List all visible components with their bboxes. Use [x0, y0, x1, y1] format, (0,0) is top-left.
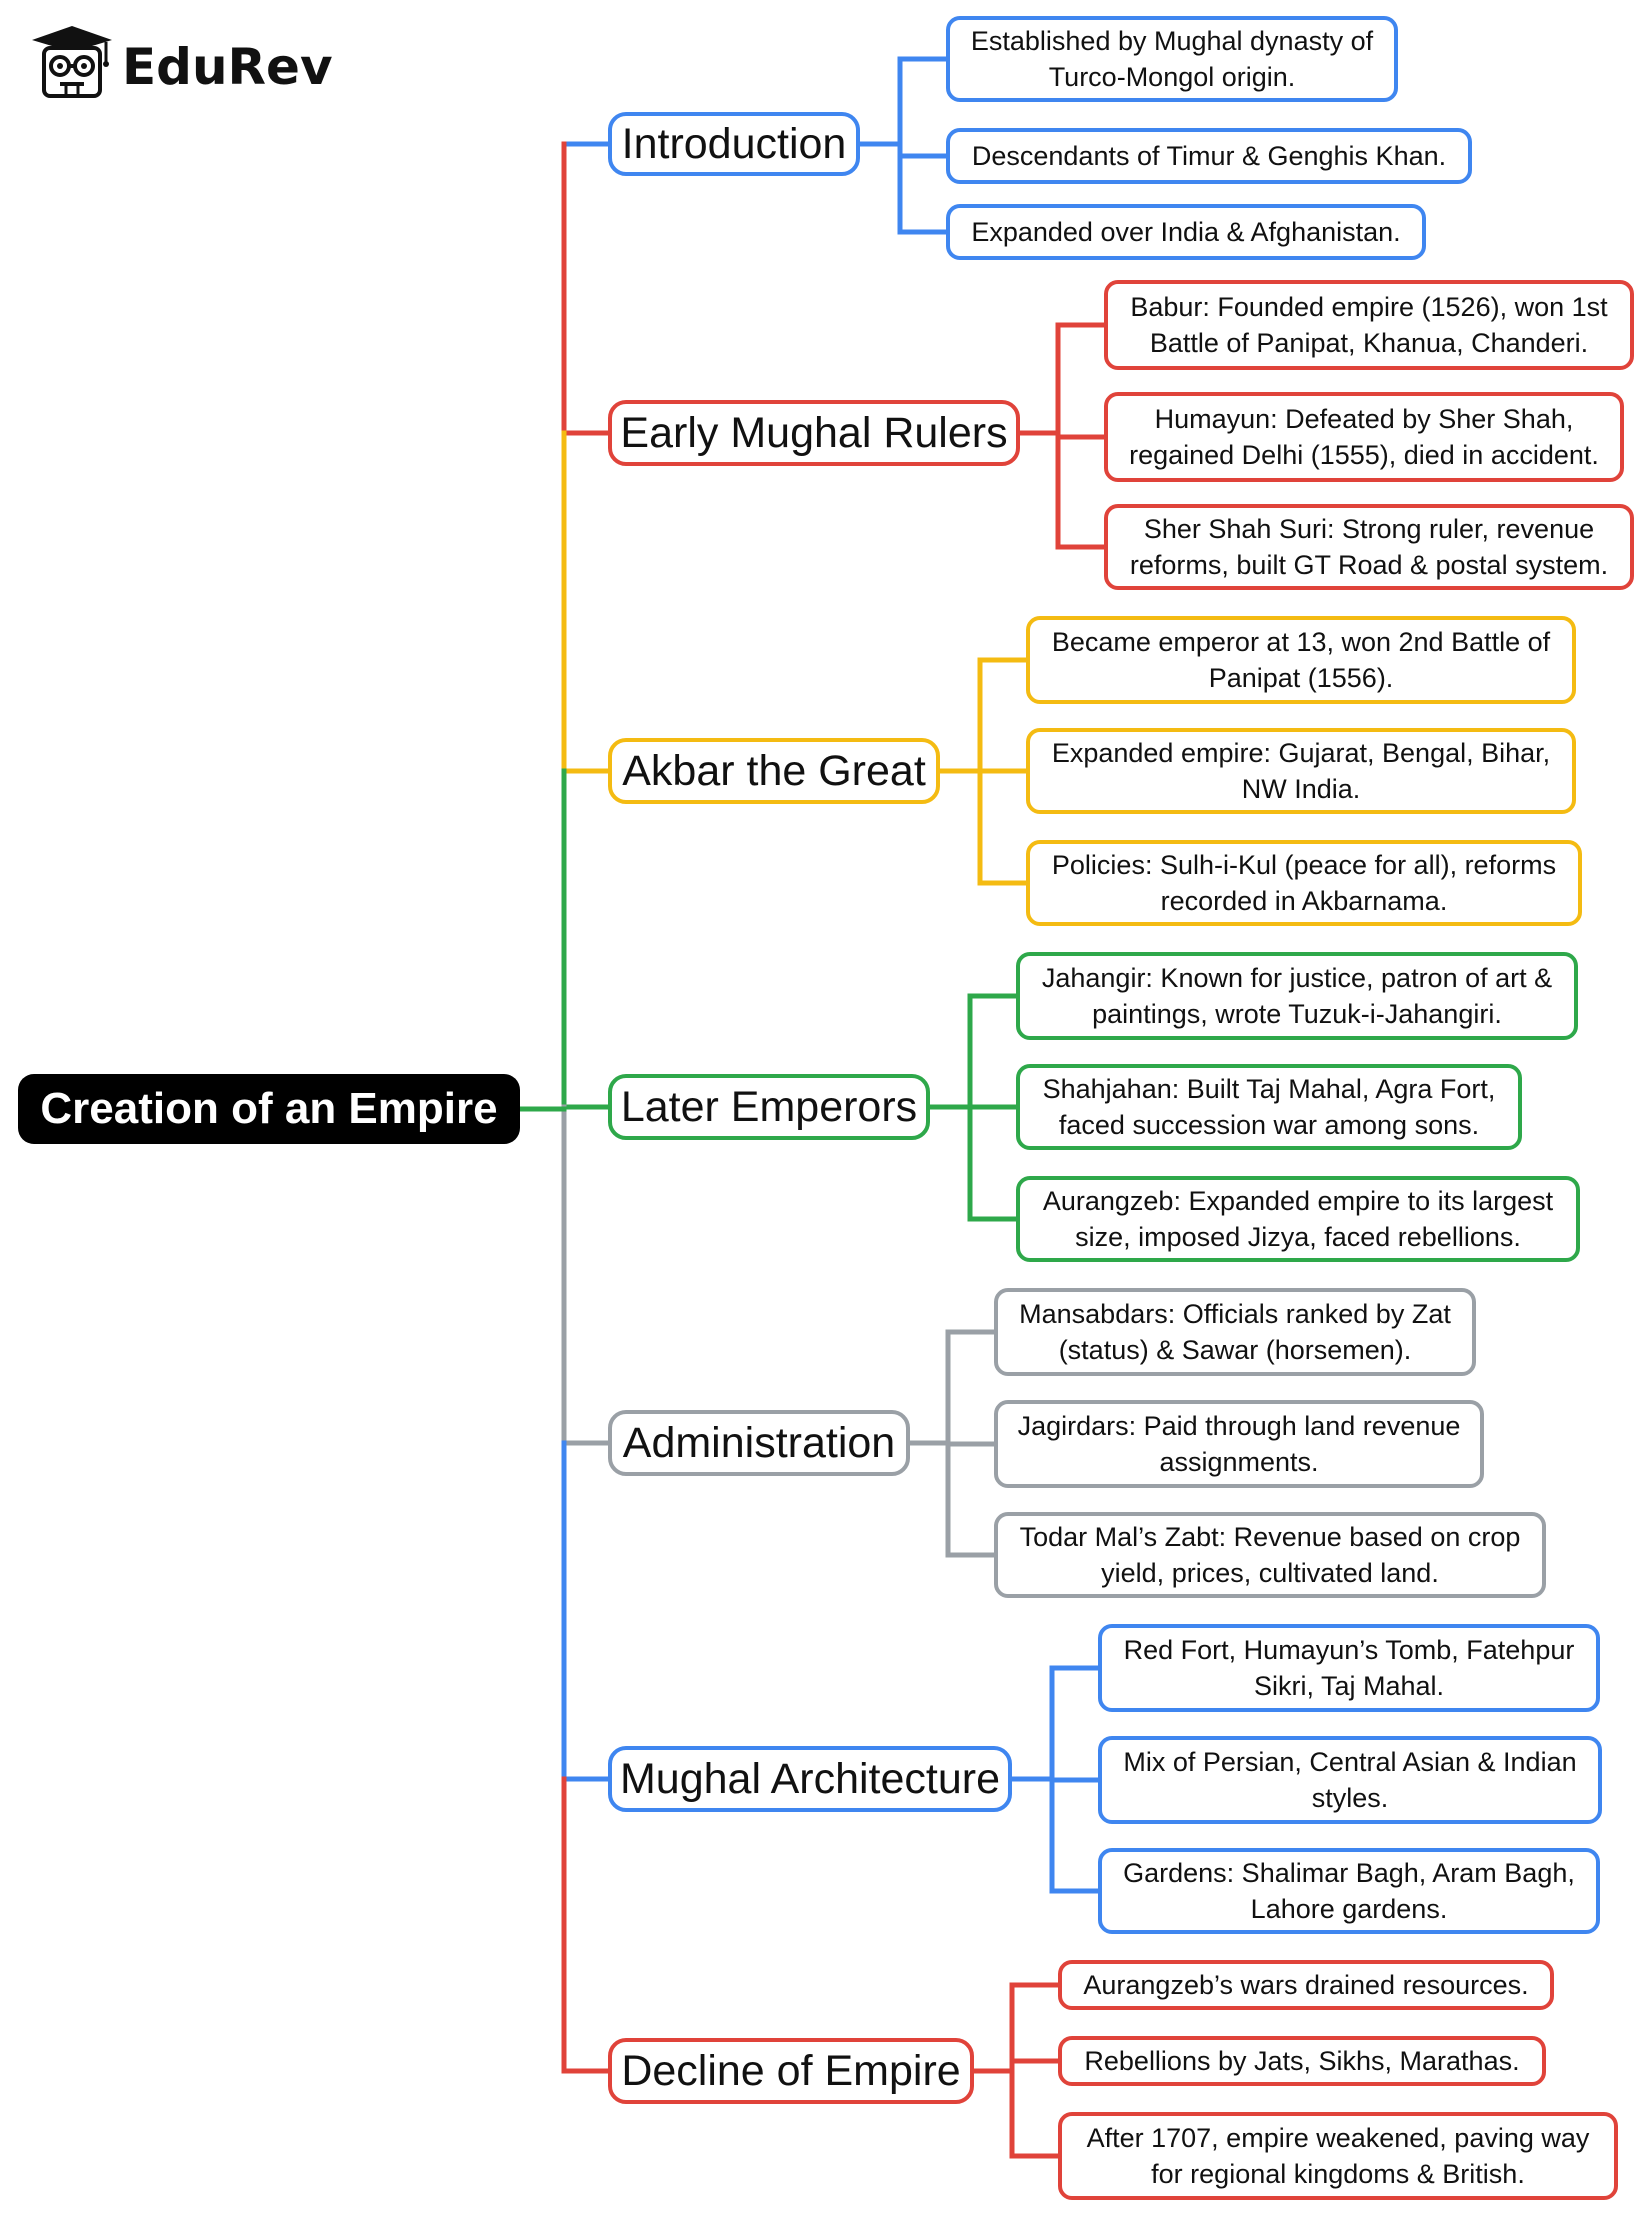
- graduate-mascot-icon: [32, 26, 112, 98]
- leaf-item: Red Fort, Humayun’s Tomb, Fatehpur Sikri…: [1098, 1624, 1600, 1712]
- topic-early-mughal-rulers: Early Mughal Rulers: [608, 400, 1020, 466]
- leaf-item: Rebellions by Jats, Sikhs, Marathas.: [1058, 2036, 1546, 2086]
- topic-decline-of-empire: Decline of Empire: [608, 2038, 974, 2104]
- leaf-item: After 1707, empire weakened, paving way …: [1058, 2112, 1618, 2200]
- leaf-item: Expanded over India & Afghanistan.: [946, 204, 1426, 260]
- root-node: Creation of an Empire: [18, 1074, 520, 1144]
- topic-administration: Administration: [608, 1410, 910, 1476]
- leaf-item: Descendants of Timur & Genghis Khan.: [946, 128, 1472, 184]
- leaf-item: Sher Shah Suri: Strong ruler, revenue re…: [1104, 504, 1634, 590]
- leaf-item: Mix of Persian, Central Asian & Indian s…: [1098, 1736, 1602, 1824]
- leaf-item: Aurangzeb’s wars drained resources.: [1058, 1960, 1554, 2010]
- leaf-item: Shahjahan: Built Taj Mahal, Agra Fort, f…: [1016, 1064, 1522, 1150]
- leaf-item: Humayun: Defeated by Sher Shah, regained…: [1104, 392, 1624, 482]
- leaf-item: Gardens: Shalimar Bagh, Aram Bagh, Lahor…: [1098, 1848, 1600, 1934]
- leaf-item: Jahangir: Known for justice, patron of a…: [1016, 952, 1578, 1040]
- leaf-item: Todar Mal’s Zabt: Revenue based on crop …: [994, 1512, 1546, 1598]
- topic-introduction: Introduction: [608, 112, 860, 176]
- leaf-item: Expanded empire: Gujarat, Bengal, Bihar,…: [1026, 728, 1576, 814]
- topic-mughal-architecture: Mughal Architecture: [608, 1746, 1012, 1812]
- leaf-item: Babur: Founded empire (1526), won 1st Ba…: [1104, 280, 1634, 370]
- brand-name: EduRev: [122, 38, 333, 96]
- leaf-item: Became emperor at 13, won 2nd Battle of …: [1026, 616, 1576, 704]
- topic-akbar-the-great: Akbar the Great: [608, 738, 940, 804]
- topic-later-emperors: Later Emperors: [608, 1074, 930, 1140]
- leaf-item: Mansabdars: Officials ranked by Zat (sta…: [994, 1288, 1476, 1376]
- leaf-item: Aurangzeb: Expanded empire to its larges…: [1016, 1176, 1580, 1262]
- leaf-item: Policies: Sulh-i-Kul (peace for all), re…: [1026, 840, 1582, 926]
- leaf-item: Jagirdars: Paid through land revenue ass…: [994, 1400, 1484, 1488]
- leaf-item: Established by Mughal dynasty of Turco-M…: [946, 16, 1398, 102]
- edurev-logo: EduRev: [26, 22, 333, 112]
